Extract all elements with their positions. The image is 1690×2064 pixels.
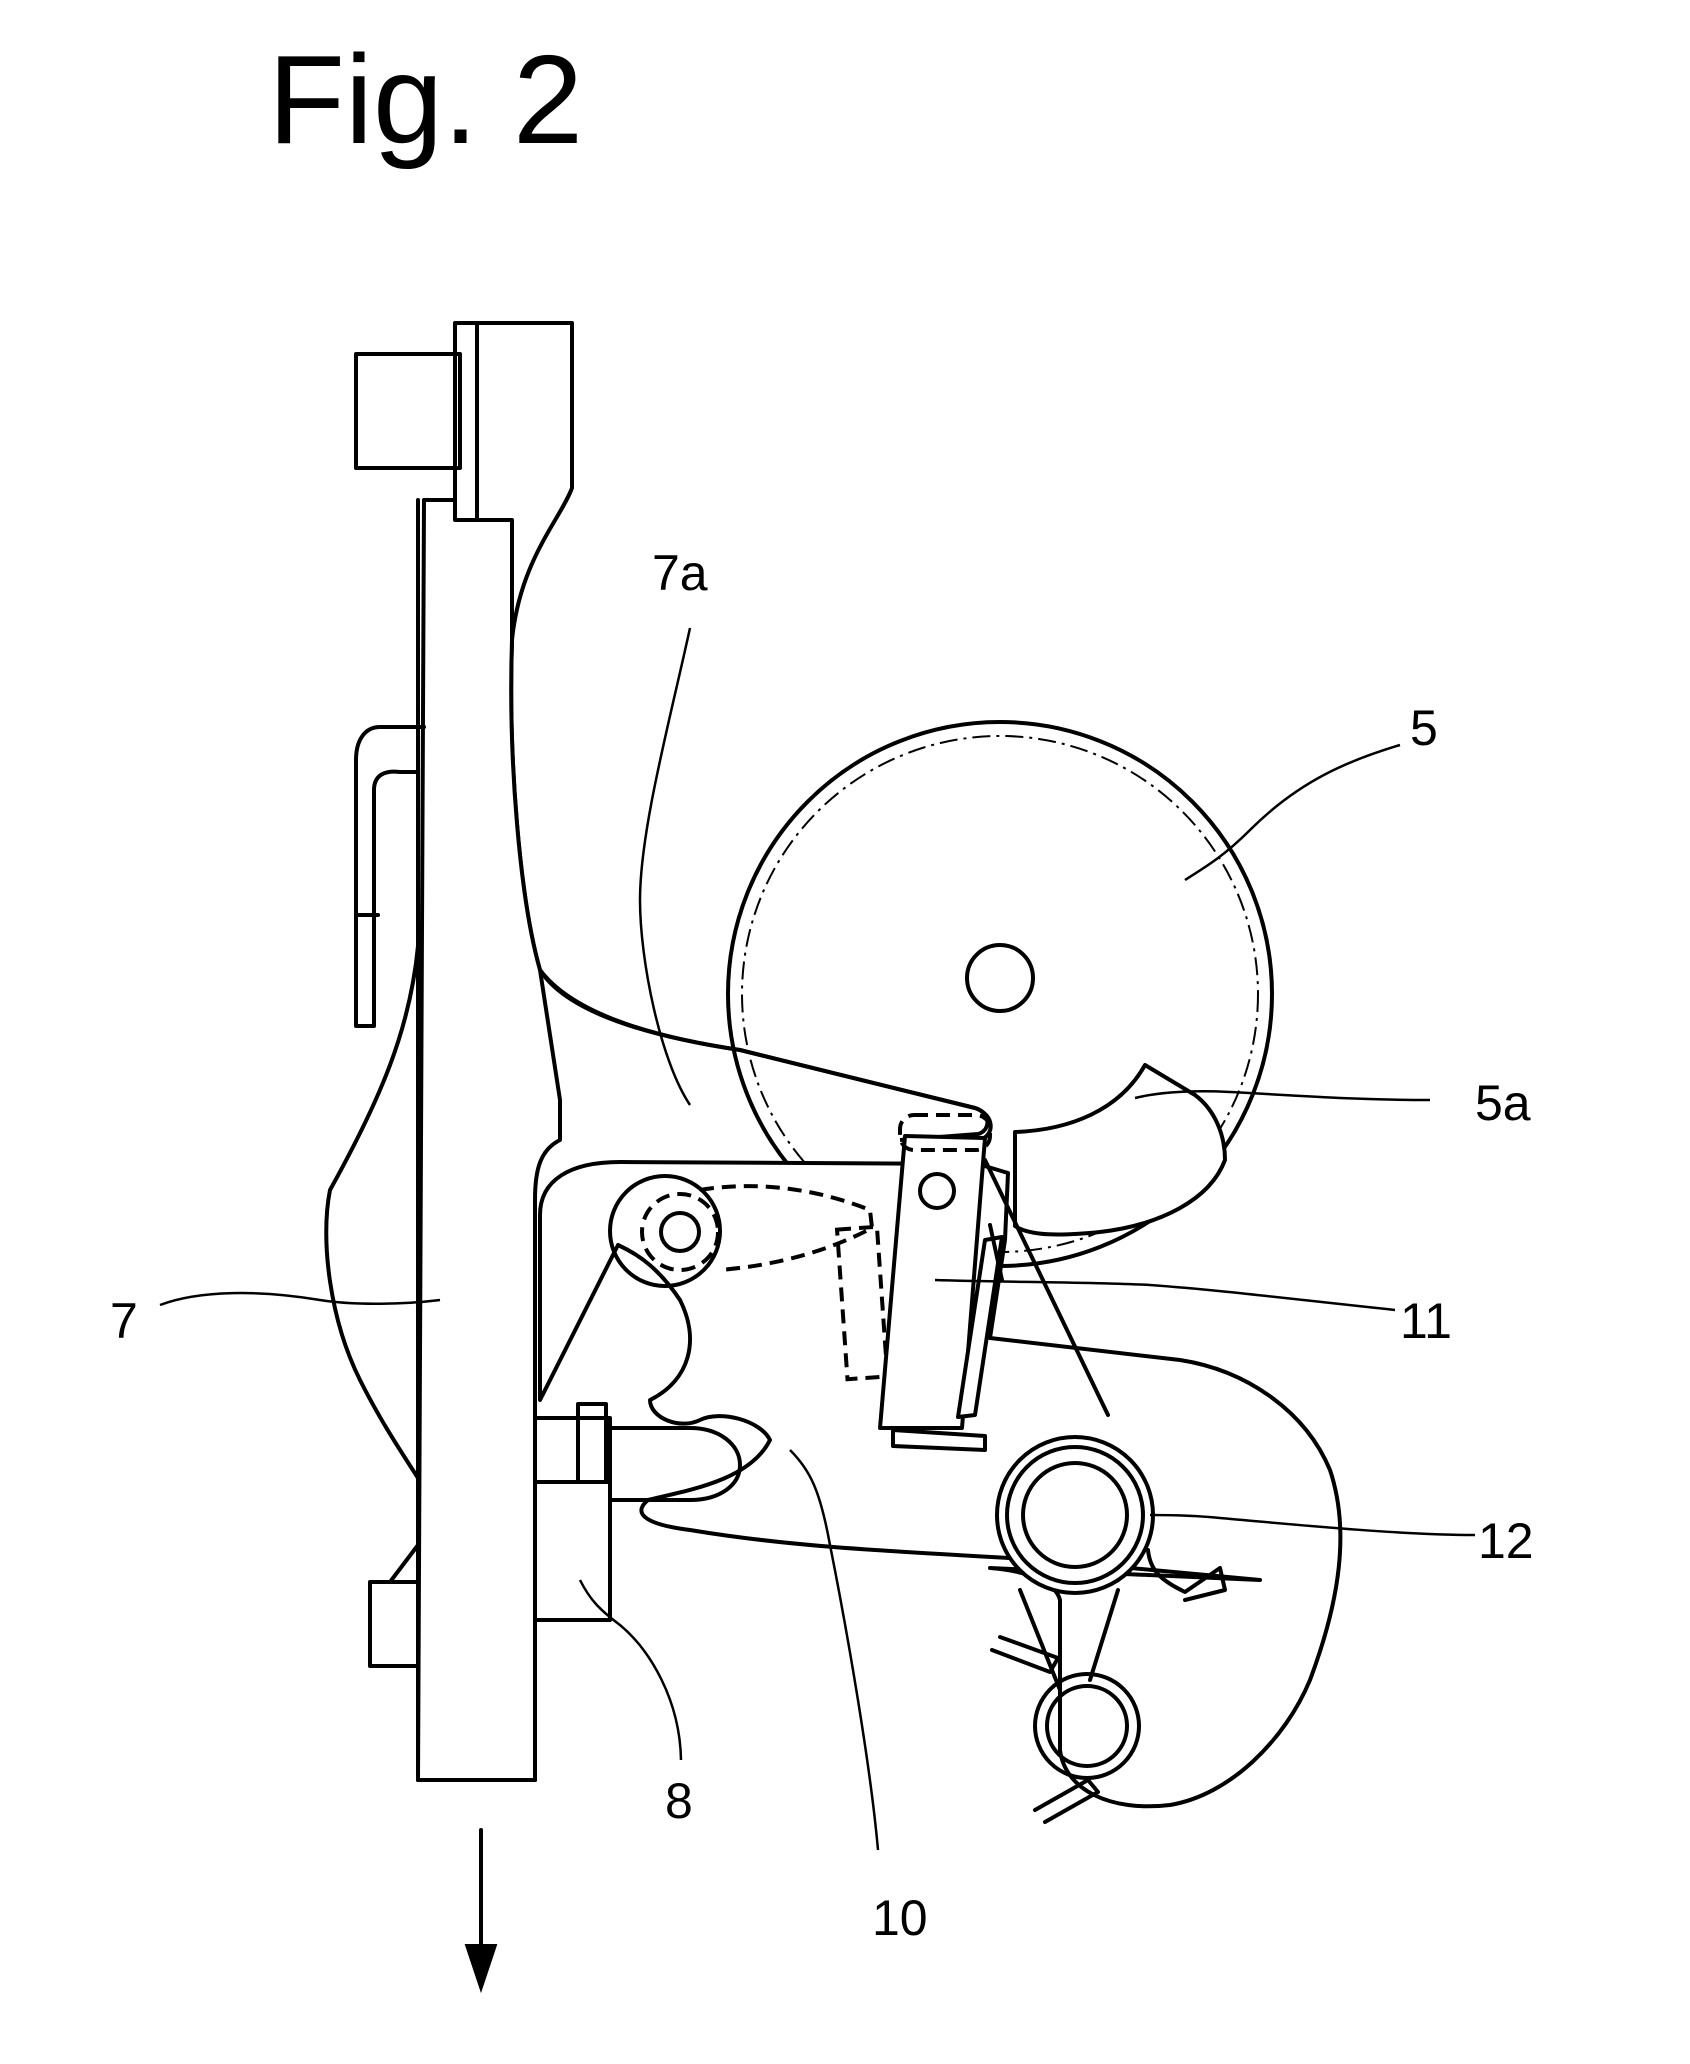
hidden-link xyxy=(699,1184,875,1272)
part-7a-arm-edge xyxy=(538,968,993,1142)
roller-inner xyxy=(1021,1461,1129,1569)
block-11-pin xyxy=(918,1172,956,1210)
label-5: 5 xyxy=(1410,700,1438,756)
label-5a: 5a xyxy=(1475,1075,1531,1131)
block-11-body xyxy=(878,1134,987,1430)
lower-coil-inner xyxy=(1045,1684,1129,1768)
part-10-lever xyxy=(538,1160,1343,1809)
label-8: 8 xyxy=(665,1773,693,1829)
down-arrow-icon xyxy=(464,1828,498,1994)
disc-hub-hole xyxy=(965,943,1035,1013)
figure-title: Fig. 2 xyxy=(268,29,583,170)
hook-bracket xyxy=(354,725,426,1028)
part-7-lever xyxy=(324,321,990,1782)
roller-outer xyxy=(995,1435,1155,1595)
label-12: 12 xyxy=(1478,1513,1534,1569)
label-7a: 7a xyxy=(652,545,708,601)
leader-lines xyxy=(159,627,1476,1851)
part-12-spring-roller xyxy=(983,1158,1227,1824)
block-8-tongue xyxy=(608,1426,742,1502)
block-11-hidden-top xyxy=(898,1113,992,1152)
label-11: 11 xyxy=(1400,1293,1452,1349)
left-curved-body xyxy=(324,944,420,1480)
part-11-block xyxy=(834,1113,1004,1452)
lever-10-pivot xyxy=(608,1174,722,1288)
label-7: 7 xyxy=(110,1293,138,1349)
top-cap-block xyxy=(354,352,462,470)
part-8-block xyxy=(533,1402,742,1622)
block-hidden-outline xyxy=(834,1224,890,1382)
main-vertical-bar xyxy=(416,498,562,1782)
label-10: 10 xyxy=(872,1890,928,1946)
roller-mid xyxy=(1005,1445,1145,1585)
lower-coil-outer xyxy=(1033,1672,1141,1780)
block-8-upper xyxy=(533,1416,612,1484)
lower-cap-block xyxy=(368,1580,420,1668)
disc-notch-5a xyxy=(1013,1063,1227,1237)
block-8-lower xyxy=(533,1478,612,1622)
lever-10-body xyxy=(538,1160,1343,1809)
